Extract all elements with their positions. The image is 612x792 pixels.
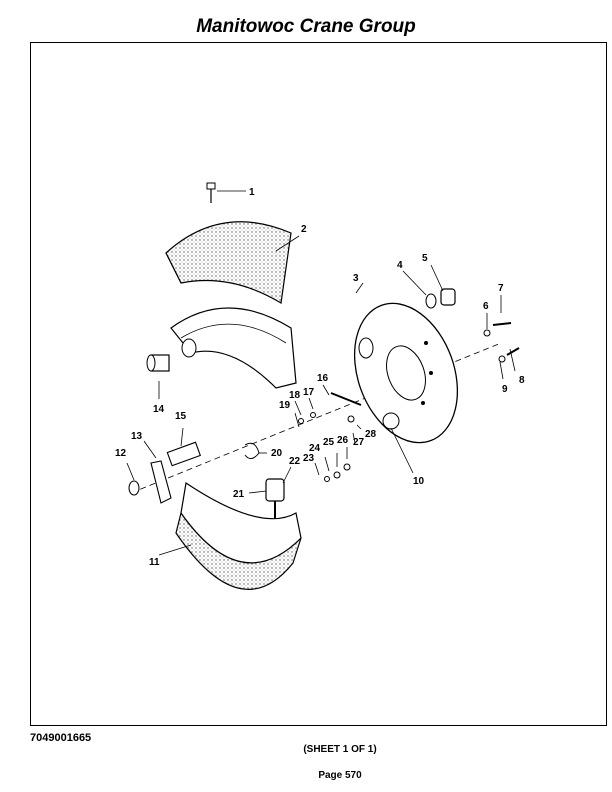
callout-26: 26 bbox=[337, 435, 349, 446]
document-title: Manitowoc Crane Group bbox=[196, 16, 416, 37]
callout-5: 5 bbox=[422, 253, 428, 264]
callout-1: 1 bbox=[249, 187, 255, 198]
exploded-parts-diagram: 1 2 3 4 5 6 7 8 9 10 11 12 13 14 15 16 1… bbox=[115, 182, 525, 590]
bolt bbox=[206, 182, 216, 203]
page-number: Page 570 bbox=[318, 770, 362, 781]
callout-6: 6 bbox=[483, 301, 489, 312]
callout-4: 4 bbox=[397, 260, 403, 271]
sheet-indicator: (SHEET 1 OF 1) bbox=[303, 744, 377, 755]
small-hardware bbox=[483, 322, 520, 363]
callout-15: 15 bbox=[175, 411, 187, 422]
callout-labels: 1 2 3 4 5 6 7 8 9 10 11 12 13 14 15 16 1… bbox=[115, 187, 525, 568]
callout-3: 3 bbox=[353, 273, 359, 284]
callout-10: 10 bbox=[413, 476, 425, 487]
callout-17: 17 bbox=[303, 387, 315, 398]
callout-7: 7 bbox=[498, 283, 504, 294]
nut-and-washer bbox=[425, 288, 456, 309]
callout-16: 16 bbox=[317, 373, 329, 384]
callout-2: 2 bbox=[301, 224, 307, 235]
callout-9: 9 bbox=[502, 384, 508, 395]
callout-18: 18 bbox=[289, 390, 301, 401]
backing-plate bbox=[353, 302, 459, 444]
callout-21: 21 bbox=[233, 489, 245, 500]
anchor-pin-assembly bbox=[128, 392, 362, 519]
lower-brake-shoe bbox=[175, 481, 302, 590]
callout-22: 22 bbox=[289, 456, 301, 467]
callout-14: 14 bbox=[153, 404, 165, 415]
part-number: 7049001665 bbox=[30, 732, 92, 744]
callout-11: 11 bbox=[149, 557, 160, 568]
drawing-frame: 1 2 3 4 5 6 7 8 9 10 11 12 13 14 15 16 1… bbox=[30, 42, 607, 726]
callout-8: 8 bbox=[519, 375, 525, 386]
callout-25: 25 bbox=[323, 437, 335, 448]
callout-19: 19 bbox=[279, 400, 291, 411]
callout-24: 24 bbox=[309, 443, 321, 454]
callout-20: 20 bbox=[271, 448, 283, 459]
bushing bbox=[146, 354, 170, 372]
callout-28: 28 bbox=[365, 429, 377, 440]
callout-23: 23 bbox=[303, 453, 315, 464]
callout-12: 12 bbox=[115, 448, 127, 459]
callout-27: 27 bbox=[353, 437, 365, 448]
leader-lines bbox=[126, 190, 516, 556]
upper-brake-shoe bbox=[170, 307, 297, 389]
upper-shoe-lining bbox=[165, 221, 292, 304]
callout-13: 13 bbox=[131, 431, 143, 442]
